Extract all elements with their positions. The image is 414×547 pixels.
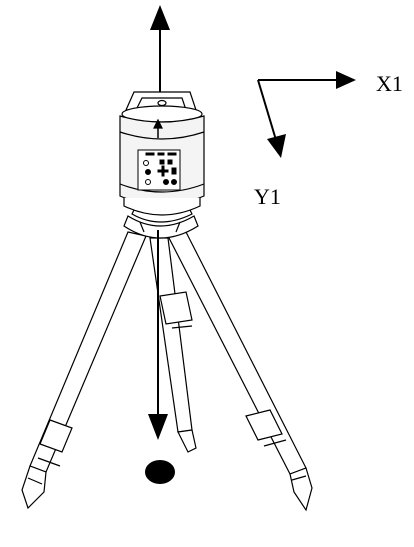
- tripod: [21, 205, 313, 512]
- panel-indicator-icons: [143, 152, 177, 185]
- tripod-left-leg: [21, 231, 147, 510]
- x1-axis-label: X1: [376, 71, 403, 96]
- vertical-up-arrow: [150, 5, 170, 105]
- y1-axis-label: Y1: [254, 184, 281, 209]
- tripod-center-leg: [149, 237, 197, 453]
- coordinate-axes: [257, 71, 356, 158]
- ground-point-marker: [145, 460, 175, 484]
- body-arrow-mark: [153, 118, 163, 138]
- control-panel: [137, 149, 181, 191]
- tripod-right-leg: [167, 231, 313, 512]
- plumb-down-arrow: [148, 230, 168, 440]
